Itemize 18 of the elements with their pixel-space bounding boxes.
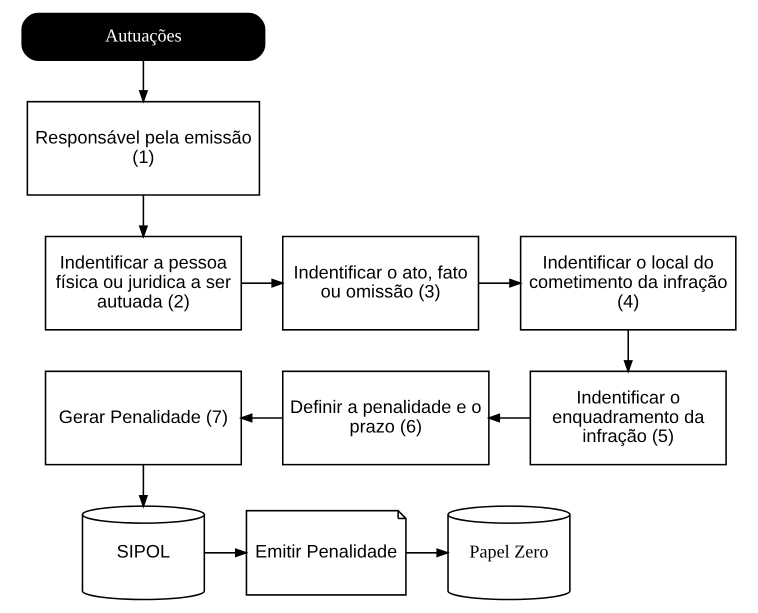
arrow — [138, 60, 148, 104]
node-box: Indentificar o ato, fato ou omissão (3) — [282, 236, 480, 331]
node-box: Responsável pela emissão (1) — [26, 100, 260, 196]
node-box: Indentificar o enquadramento da infração (5) — [530, 370, 727, 466]
arrow — [238, 413, 282, 423]
arrow — [138, 464, 148, 508]
arrow — [624, 330, 633, 374]
node-box: Indentificar a pessoa física ou juridica a ser autuada (2) — [44, 236, 242, 331]
arrow — [486, 413, 530, 423]
arrow — [406, 548, 450, 558]
arrow — [478, 278, 523, 288]
arrow — [138, 195, 148, 239]
node-box: Autuações — [21, 12, 266, 61]
arrow — [242, 278, 285, 288]
node-box: Indentificar o local do cometimento da infração (4) — [520, 236, 737, 331]
arrow — [204, 548, 248, 558]
node-box: Gerar Penalidade (7) — [44, 370, 242, 466]
node-box: Definir a penalidade e o prazo (6) — [282, 370, 490, 466]
